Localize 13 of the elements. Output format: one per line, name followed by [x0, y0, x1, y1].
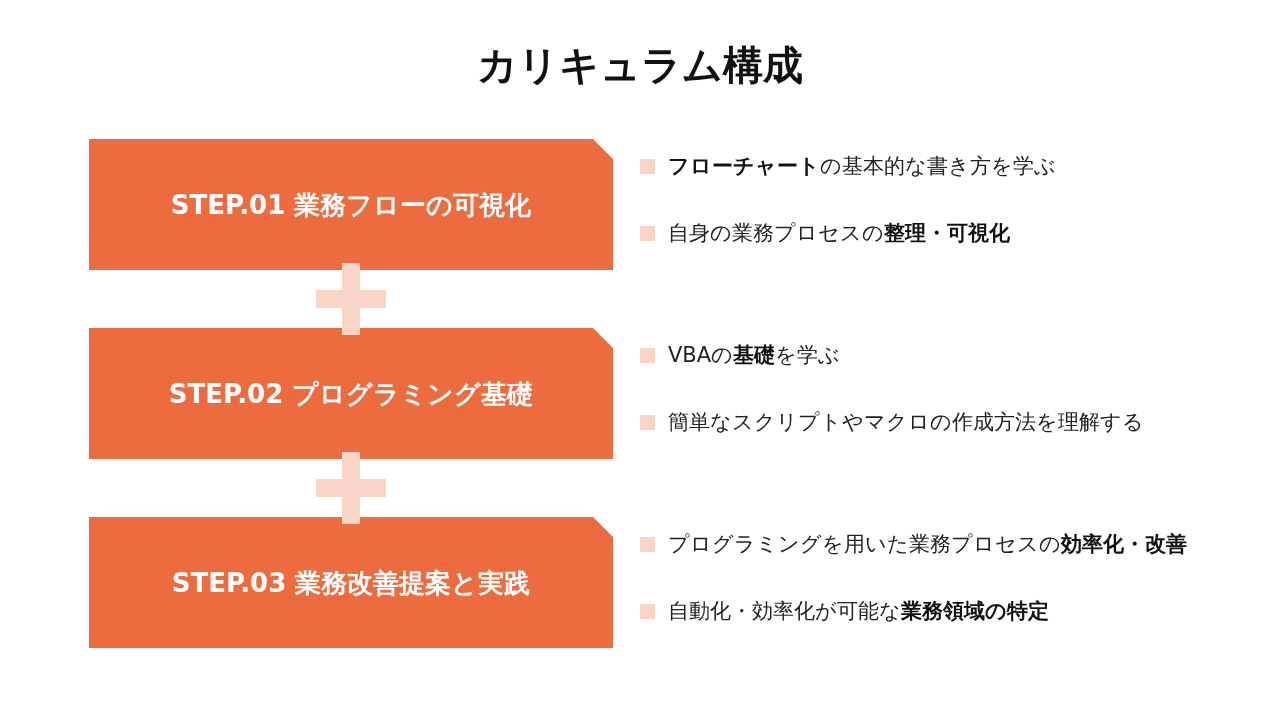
- bullet-text: 自身の業務プロセスの整理・可視化: [668, 220, 1010, 247]
- step-box: [89, 139, 613, 270]
- bullet-text: フローチャートの基本的な書き方を学ぶ: [668, 153, 1056, 180]
- bullet-text: 簡単なスクリプトやマクロの作成方法を理解する: [668, 409, 1144, 436]
- bullet-text: プログラミングを用いた業務プロセスの効率化・改善: [668, 531, 1187, 558]
- bullet-text: 自動化・効率化が可能な業務領域の特定: [668, 598, 1049, 625]
- step-box: [89, 328, 613, 459]
- step-title: STEP.02 プログラミング基礎: [168, 377, 534, 411]
- slide-title: カリキュラム構成: [477, 41, 803, 90]
- step-title: STEP.03 業務改善提案と実践: [171, 566, 531, 600]
- step-title: STEP.01 業務フローの可視化: [170, 188, 532, 222]
- bullet-text: VBAの基礎を学ぶ: [668, 342, 841, 369]
- step-box: [89, 517, 613, 648]
